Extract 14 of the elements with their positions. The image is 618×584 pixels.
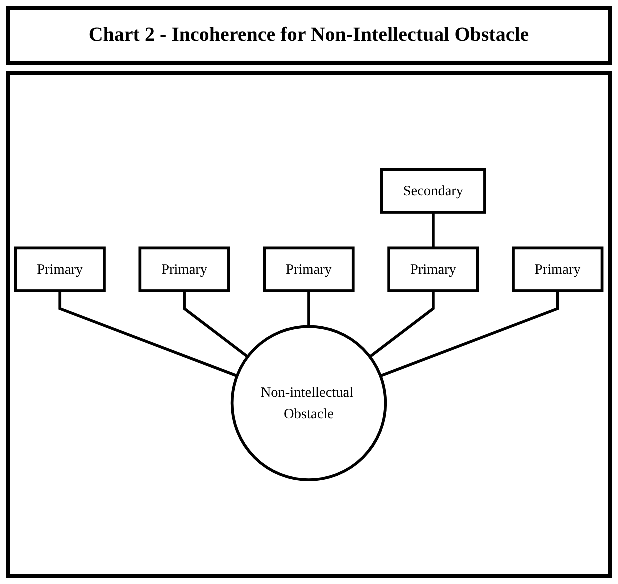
node-box: Primary	[388, 246, 480, 292]
connector	[432, 212, 435, 248]
node-box: Primary	[138, 246, 230, 292]
node-box: Primary	[512, 246, 604, 292]
node-circle: Non-intellectual Obstacle	[230, 324, 388, 482]
node-box: Secondary	[380, 168, 486, 214]
connector	[380, 290, 560, 378]
title: Chart 2 - Incoherence for Non-Intellectual Obstacle	[6, 6, 612, 65]
node-box: Primary	[263, 246, 355, 292]
connector	[58, 290, 238, 378]
connector	[183, 290, 249, 358]
connector	[308, 290, 310, 326]
node-box: Primary	[14, 246, 106, 292]
connector	[369, 290, 435, 358]
